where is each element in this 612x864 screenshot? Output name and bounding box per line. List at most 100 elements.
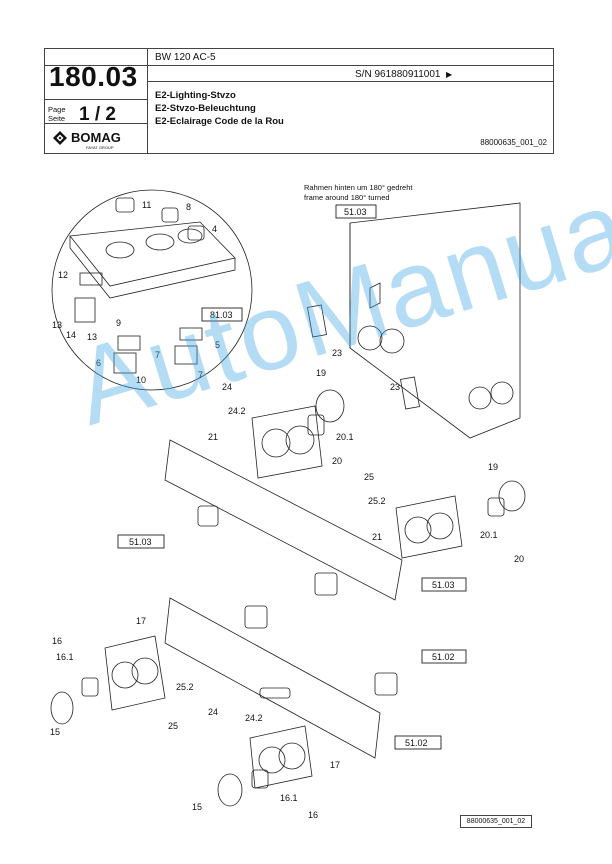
- part-label: 17: [330, 760, 340, 770]
- part-label: 17: [136, 616, 146, 626]
- ref-box: 81.03: [201, 307, 243, 322]
- lamp: [81, 677, 99, 697]
- bomag-logo: BOMAG FAYAT GROUP: [51, 129, 143, 151]
- part-label: 24.2: [228, 406, 246, 416]
- model-name: BW 120 AC-5: [155, 52, 216, 63]
- part-label: 4: [212, 224, 217, 234]
- header-rule: [45, 99, 147, 100]
- lamp: [487, 497, 505, 517]
- part-label: 10: [136, 375, 146, 385]
- part-label: 15: [50, 727, 60, 737]
- svg-text:51.02: 51.02: [405, 738, 428, 748]
- part-label: 16: [52, 636, 62, 646]
- part-label: 23: [332, 348, 342, 358]
- light-bezel: [217, 773, 243, 807]
- lamp: [314, 572, 338, 596]
- light-housing: [249, 725, 313, 789]
- header-rule: [45, 65, 553, 66]
- rotary-switch: [161, 207, 179, 223]
- title-fr: E2-Eclairage Code de la Rou: [155, 116, 284, 127]
- relay: [117, 335, 141, 351]
- part-label: 7: [198, 370, 203, 380]
- part-label: 25.2: [176, 682, 194, 692]
- part-label: 12: [58, 270, 68, 280]
- part-label: 15: [192, 802, 202, 812]
- svg-text:51.03: 51.03: [432, 580, 455, 590]
- header-divider: [147, 49, 148, 153]
- part-labels: 11 8 4 12 13 14 13 9 5 7 6 10 7 23 23 19…: [50, 200, 524, 818]
- part-label: 13: [87, 332, 97, 342]
- part-label: 24: [208, 707, 218, 717]
- part-label: 8: [186, 202, 191, 212]
- relay: [174, 345, 198, 365]
- svg-text:FAYAT GROUP: FAYAT GROUP: [86, 145, 114, 150]
- light-housing: [395, 495, 463, 559]
- header-rule: [147, 81, 553, 82]
- part-label: 25: [168, 721, 178, 731]
- part-label: 23: [390, 382, 400, 392]
- part-label: 20.1: [336, 432, 354, 442]
- lamp: [307, 414, 325, 436]
- rotation-note-en: frame around 180° turned: [304, 193, 390, 202]
- light-housing: [251, 405, 323, 479]
- exploded-parts-diagram: Rahmen hinten um 180° gedreht frame arou…: [50, 183, 526, 818]
- part-label: 24: [222, 382, 232, 392]
- part-label: 9: [116, 318, 121, 328]
- detail-circle: [51, 189, 253, 391]
- ref-box: 51.02: [421, 649, 467, 664]
- rotary-switch: [115, 197, 135, 213]
- title-en: E2-Lighting-Stvzo: [155, 90, 236, 101]
- ref-box: 51.03: [335, 204, 377, 219]
- light-bezel: [50, 691, 74, 725]
- diagram-reference: 88000635_001_02: [460, 815, 532, 828]
- light-bezel: [498, 480, 526, 512]
- ref-box: 51.03: [421, 577, 467, 592]
- part-label: 13: [52, 320, 62, 330]
- header-table: BW 120 AC-5 S/N 961880911001 ▶ 180.03 Pa…: [44, 48, 554, 154]
- part-label: 16: [308, 810, 318, 818]
- svg-text:81.03: 81.03: [210, 310, 233, 320]
- part-label: 14: [66, 330, 76, 340]
- header-rule: [45, 123, 147, 124]
- lamp: [197, 505, 219, 527]
- part-label: 19: [316, 368, 326, 378]
- reflector: [400, 376, 420, 410]
- relay: [113, 352, 137, 374]
- part-label: 20: [332, 456, 342, 466]
- relay: [79, 272, 103, 286]
- part-label: 21: [372, 532, 382, 542]
- rotary-switch: [187, 225, 205, 241]
- title-block: E2-Lighting-Stvzo E2-Stvzo-Beleuchtung E…: [155, 89, 284, 128]
- lamp: [251, 769, 269, 789]
- part-label: 7: [155, 350, 160, 360]
- svg-text:51.02: 51.02: [432, 652, 455, 662]
- part-label: 21: [208, 432, 218, 442]
- rotation-note-de: Rahmen hinten um 180° gedreht: [304, 183, 413, 192]
- light-housing: [104, 635, 166, 711]
- light-crossbar: [164, 597, 381, 759]
- part-label: 25.2: [368, 496, 386, 506]
- part-number: 180.03: [49, 61, 138, 92]
- serial-arrow-icon: ▶: [446, 70, 453, 79]
- part-label: 6: [96, 358, 101, 368]
- bomag-diamond-icon: [53, 131, 67, 145]
- reflector: [307, 304, 327, 338]
- part-label: 19: [488, 462, 498, 472]
- svg-text:51.03: 51.03: [129, 537, 152, 547]
- ref-box: 51.03: [117, 534, 165, 549]
- page-label: Page Seite: [48, 105, 66, 123]
- part-label: 20.1: [480, 530, 498, 540]
- serial-number: S/N 961880911001 ▶: [355, 69, 453, 80]
- svg-text:BOMAG: BOMAG: [71, 130, 121, 145]
- svg-text:51.03: 51.03: [344, 207, 367, 217]
- switch-panel: [69, 221, 236, 287]
- lamp: [374, 672, 398, 696]
- part-label: 11: [142, 200, 151, 210]
- lamp: [244, 605, 268, 629]
- document-reference: 88000635_001_02: [480, 138, 547, 147]
- part-label: 25: [364, 472, 374, 482]
- part-label: 16.1: [280, 793, 298, 803]
- part-label: 24.2: [245, 713, 263, 723]
- part-label: 16.1: [56, 652, 74, 662]
- page-number: 1 / 2: [79, 104, 116, 125]
